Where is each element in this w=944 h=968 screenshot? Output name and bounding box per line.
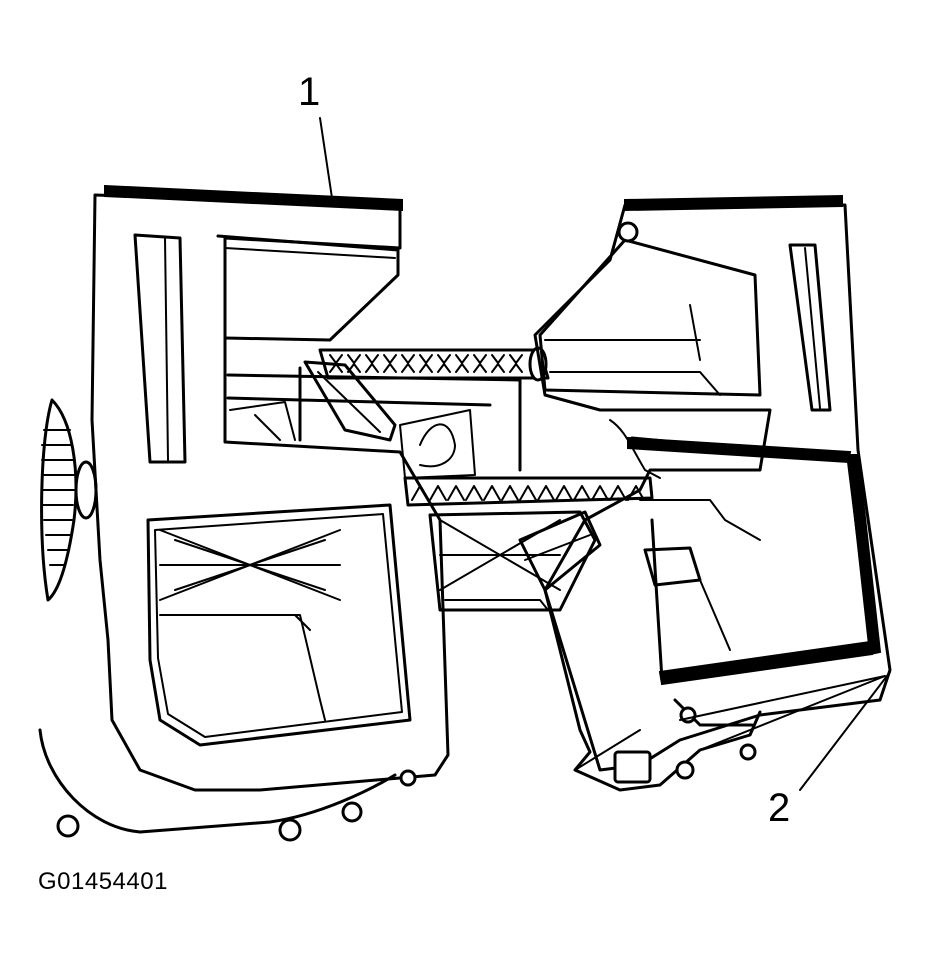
- blower-fan: [40, 398, 98, 602]
- callout-2-leader: [799, 671, 891, 791]
- evaporator-core: [403, 476, 654, 612]
- figure-id: G01454401: [38, 868, 168, 895]
- left-housing: [38, 184, 450, 842]
- callout-label-1: 1: [298, 70, 321, 114]
- right-housing: [518, 194, 892, 792]
- center-frame: [226, 360, 522, 479]
- callout-2-leader-branch: [679, 675, 886, 751]
- heater-core-fins: [329, 354, 523, 373]
- callout-1-leader: [319, 117, 333, 199]
- callout-label-2: 2: [768, 786, 791, 830]
